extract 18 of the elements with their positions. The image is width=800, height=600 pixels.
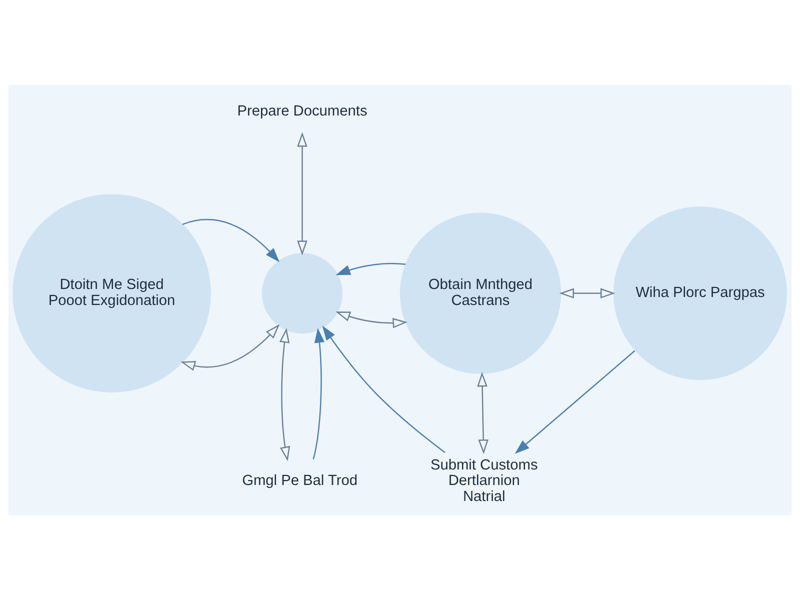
node-circle: Obtain Mnthged Castrans xyxy=(400,212,562,374)
arrow xyxy=(180,324,280,371)
arrow xyxy=(514,350,636,454)
node-text: Submit Customs Dertlarnion Natrial xyxy=(430,457,538,506)
arrow xyxy=(297,132,308,256)
arrow xyxy=(182,218,280,262)
node-text: Gmgl Pe Bal Trod xyxy=(242,473,358,490)
arrow xyxy=(336,312,408,328)
arrow xyxy=(477,372,488,454)
node-text: Prepare Documents xyxy=(237,104,368,120)
arrow xyxy=(336,262,406,276)
node-circle: Wiha Plorc Pargpas xyxy=(613,206,787,380)
arrow xyxy=(559,288,616,298)
arrow xyxy=(312,328,325,460)
node-circle: Dtoitn Me Siged Pooot Exgidonation xyxy=(12,194,211,392)
arrow xyxy=(322,326,446,453)
arrow xyxy=(279,328,290,462)
node-circle xyxy=(262,253,342,334)
